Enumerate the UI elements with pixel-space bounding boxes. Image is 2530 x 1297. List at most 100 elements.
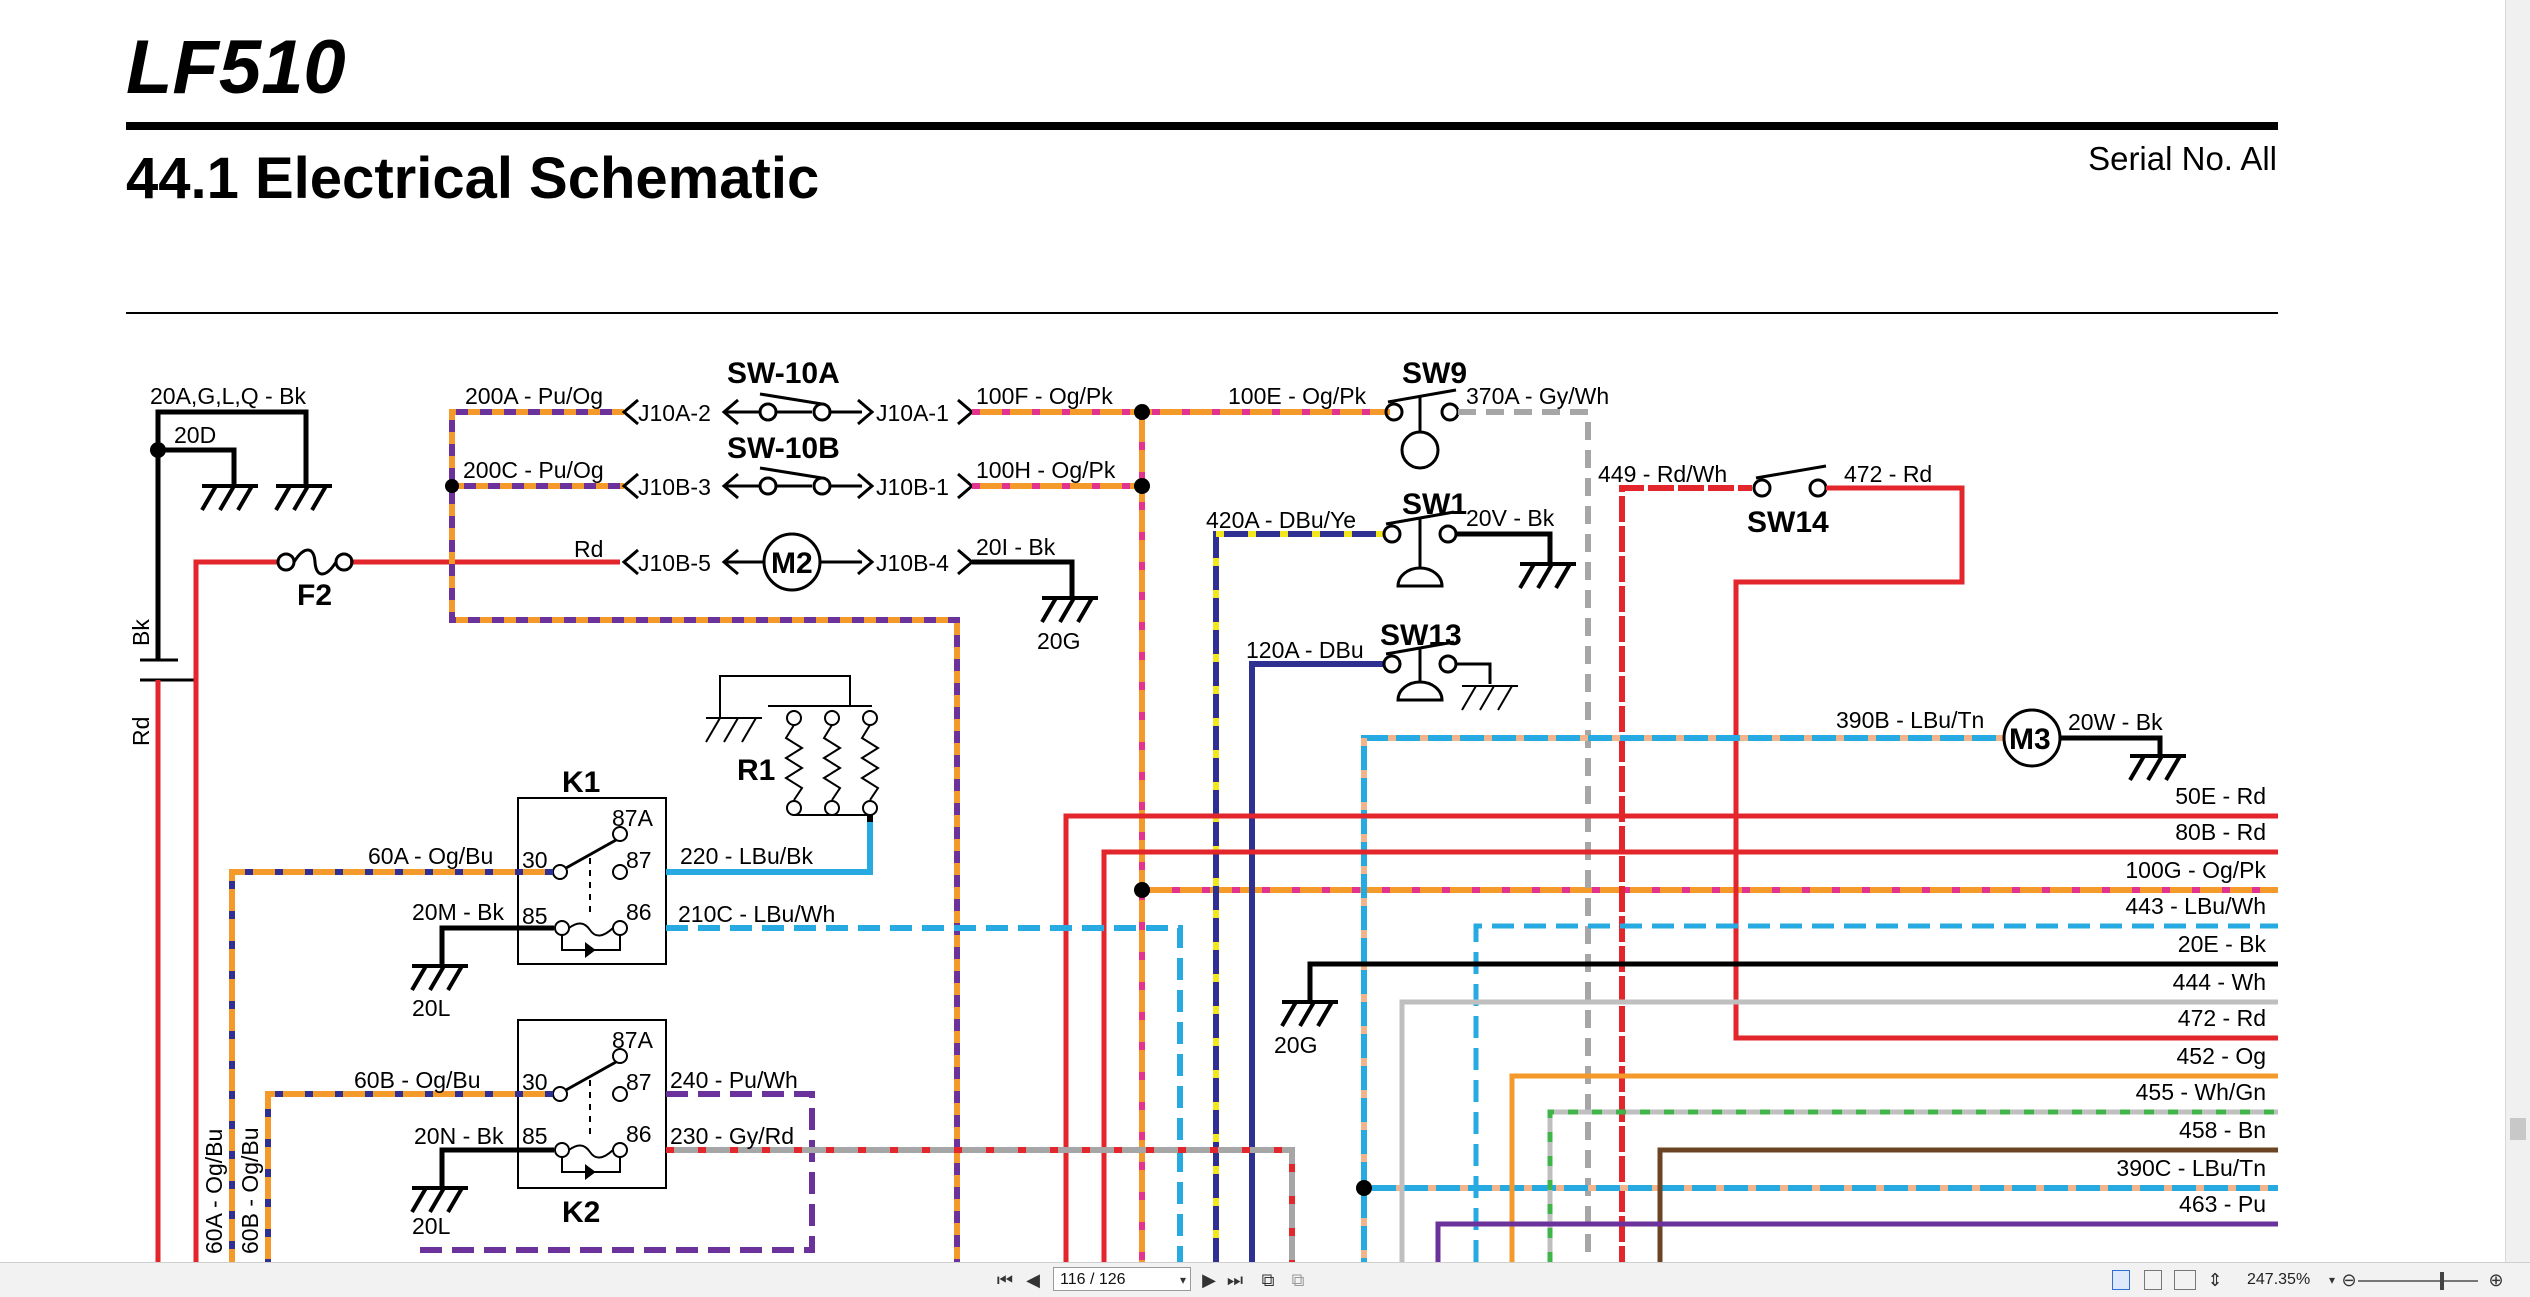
ground-symbol-20g-mid [1280, 1000, 1340, 1028]
resistor-r1 [719, 675, 880, 816]
wire-60b [265, 1091, 553, 1262]
switch-label-sw9: SW9 [1402, 357, 1467, 390]
relay-k1 [517, 797, 667, 965]
harness-wire-label: 472 - Rd [2178, 1005, 2266, 1031]
zoom-out-icon[interactable]: ⊖ [2341, 1270, 2357, 1290]
header-rule [126, 122, 2278, 130]
wire-label-rd-vertical: Rd [128, 717, 154, 746]
zoom-level[interactable]: 247.35% [2247, 1271, 2311, 1288]
scrollbar-thumb[interactable] [2510, 1118, 2526, 1140]
relay-k1-pin-87a: 87A [612, 805, 654, 831]
zoom-dropdown-icon[interactable]: ▾ [2328, 1273, 2336, 1287]
harness-wire-label: 452 - Og [2177, 1043, 2267, 1069]
ground-label-20l-k2: 20L [412, 1213, 451, 1239]
wire-label-20n: 20N - Bk [414, 1123, 504, 1149]
ground-symbol-r1 [705, 717, 763, 743]
previous-page-icon[interactable]: ◀ [1026, 1270, 1040, 1290]
wire-20w [2060, 735, 2163, 754]
harness-wire-label: 50E - Rd [2175, 783, 2266, 809]
connector-j10b1: J10B-1 [876, 474, 949, 500]
wire-label-472: 472 - Rd [1844, 461, 1932, 487]
first-page-icon[interactable]: ⏮ [996, 1270, 1014, 1290]
switch-sw9 [1384, 388, 1460, 470]
wire-label-240: 240 - Pu/Wh [670, 1067, 798, 1093]
junction-dot [1356, 1180, 1372, 1196]
ground-label-20l-k1: 20L [412, 995, 451, 1021]
zoom-in-icon[interactable]: ⊕ [2488, 1270, 2504, 1290]
wire-label-rd: Rd [574, 536, 603, 562]
switch-label-sw10a: SW-10A [727, 357, 840, 390]
single-page-view-icon[interactable] [2112, 1270, 2130, 1290]
wire-390b-390c [1361, 735, 2278, 1262]
wire-420a [1213, 531, 1384, 1262]
next-page-icon[interactable]: ▶ [1202, 1270, 1216, 1290]
harness-wire-label: 20E - Bk [2178, 931, 2267, 957]
page-number-input[interactable]: 116 / 126 [1053, 1267, 1191, 1291]
wire-label-60b: 60B - Og/Bu [354, 1067, 481, 1093]
wire-20n [439, 1147, 554, 1186]
wire-449 [1619, 485, 1752, 1262]
relay-k1-pin-86: 86 [626, 899, 652, 925]
ground-label-20g-mid: 20G [1274, 1032, 1317, 1058]
harness-wire-label: 455 - Wh/Gn [2136, 1079, 2266, 1105]
facing-view-icon[interactable] [2174, 1270, 2196, 1290]
zoom-slider-thumb[interactable] [2440, 1272, 2444, 1290]
wire-472 [1733, 485, 2278, 1041]
wire-label-60b-vertical: 60B - Og/Bu [237, 1127, 263, 1254]
wire-label-20a: 20A,G,L,Q - Bk [150, 383, 306, 409]
zoom-slider-track[interactable] [2358, 1280, 2478, 1282]
switch-sw13 [1382, 640, 1492, 702]
relay-k2-pin-86: 86 [626, 1121, 652, 1147]
wire-label-100h: 100H - Og/Pk [976, 457, 1116, 483]
page-title: 44.1 Electrical Schematic [126, 146, 820, 211]
switch-label-sw1: SW1 [1402, 488, 1467, 521]
relay-k2 [517, 1019, 667, 1189]
wire-20m [439, 925, 554, 964]
page-dropdown-icon[interactable]: ▾ [1179, 1273, 1187, 1287]
relay-k1-pin-30: 30 [522, 847, 548, 873]
paste-page-icon[interactable]: ⧉ [1291, 1270, 1305, 1290]
harness-wire-label: 443 - LBu/Wh [2125, 893, 2266, 919]
fuse-label-f2: F2 [297, 579, 332, 612]
harness-wire-label: 390C - LBu/Tn [2116, 1155, 2266, 1181]
wire-label-420a: 420A - DBu/Ye [1206, 507, 1356, 533]
junction-dot [1134, 478, 1150, 494]
continuous-view-icon[interactable] [2144, 1270, 2162, 1290]
wire-20i [972, 559, 1075, 596]
ground-symbol-20l-k1 [410, 964, 470, 992]
relay-k2-pin-30: 30 [522, 1069, 548, 1095]
wire-label-370a: 370A - Gy/Wh [1466, 383, 1609, 409]
wire-label-20m: 20M - Bk [412, 899, 505, 925]
relay-k1-pin-85: 85 [522, 903, 548, 929]
ground-symbol-m3 [2128, 754, 2188, 782]
ground-symbol-20d [200, 484, 260, 512]
junction-dot [445, 479, 459, 493]
switch-sw10a [621, 392, 975, 426]
wire-200a-200c [449, 409, 960, 1262]
switch-sw14 [1752, 464, 1828, 498]
ground-symbol-sw1 [1518, 562, 1578, 590]
last-page-icon[interactable]: ⏭ [1226, 1270, 1244, 1290]
wire-60a [229, 869, 553, 1262]
wire-label-390b: 390B - LBu/Tn [1836, 707, 1984, 733]
wire-label-220: 220 - LBu/Bk [680, 843, 813, 869]
switch-label-sw14: SW14 [1747, 506, 1829, 539]
vertical-scrollbar[interactable] [2505, 0, 2530, 1262]
wire-label-230: 230 - Gy/Rd [670, 1123, 794, 1149]
connector-j10a2: J10A-2 [638, 400, 711, 426]
relay-k1-pin-87: 87 [626, 847, 652, 873]
section-rule [126, 312, 2278, 314]
wire-label-20v: 20V - Bk [1466, 505, 1555, 531]
connector-j10b4: J10B-4 [876, 550, 949, 576]
junction-dot [150, 442, 166, 458]
relay-k2-internals [552, 1048, 628, 1180]
wire-370a [1458, 409, 1591, 1262]
harness-wire-label: 100G - Og/Pk [2125, 857, 2266, 883]
fit-width-icon[interactable]: ⇕ [2207, 1270, 2223, 1290]
wire-label-60a: 60A - Og/Bu [368, 843, 493, 869]
copy-page-icon[interactable]: ⧉ [1261, 1270, 1275, 1290]
motor-label-m2: M2 [771, 547, 813, 580]
serial-number: Serial No. All [2088, 140, 2277, 177]
relay-k1-internals [552, 826, 628, 958]
